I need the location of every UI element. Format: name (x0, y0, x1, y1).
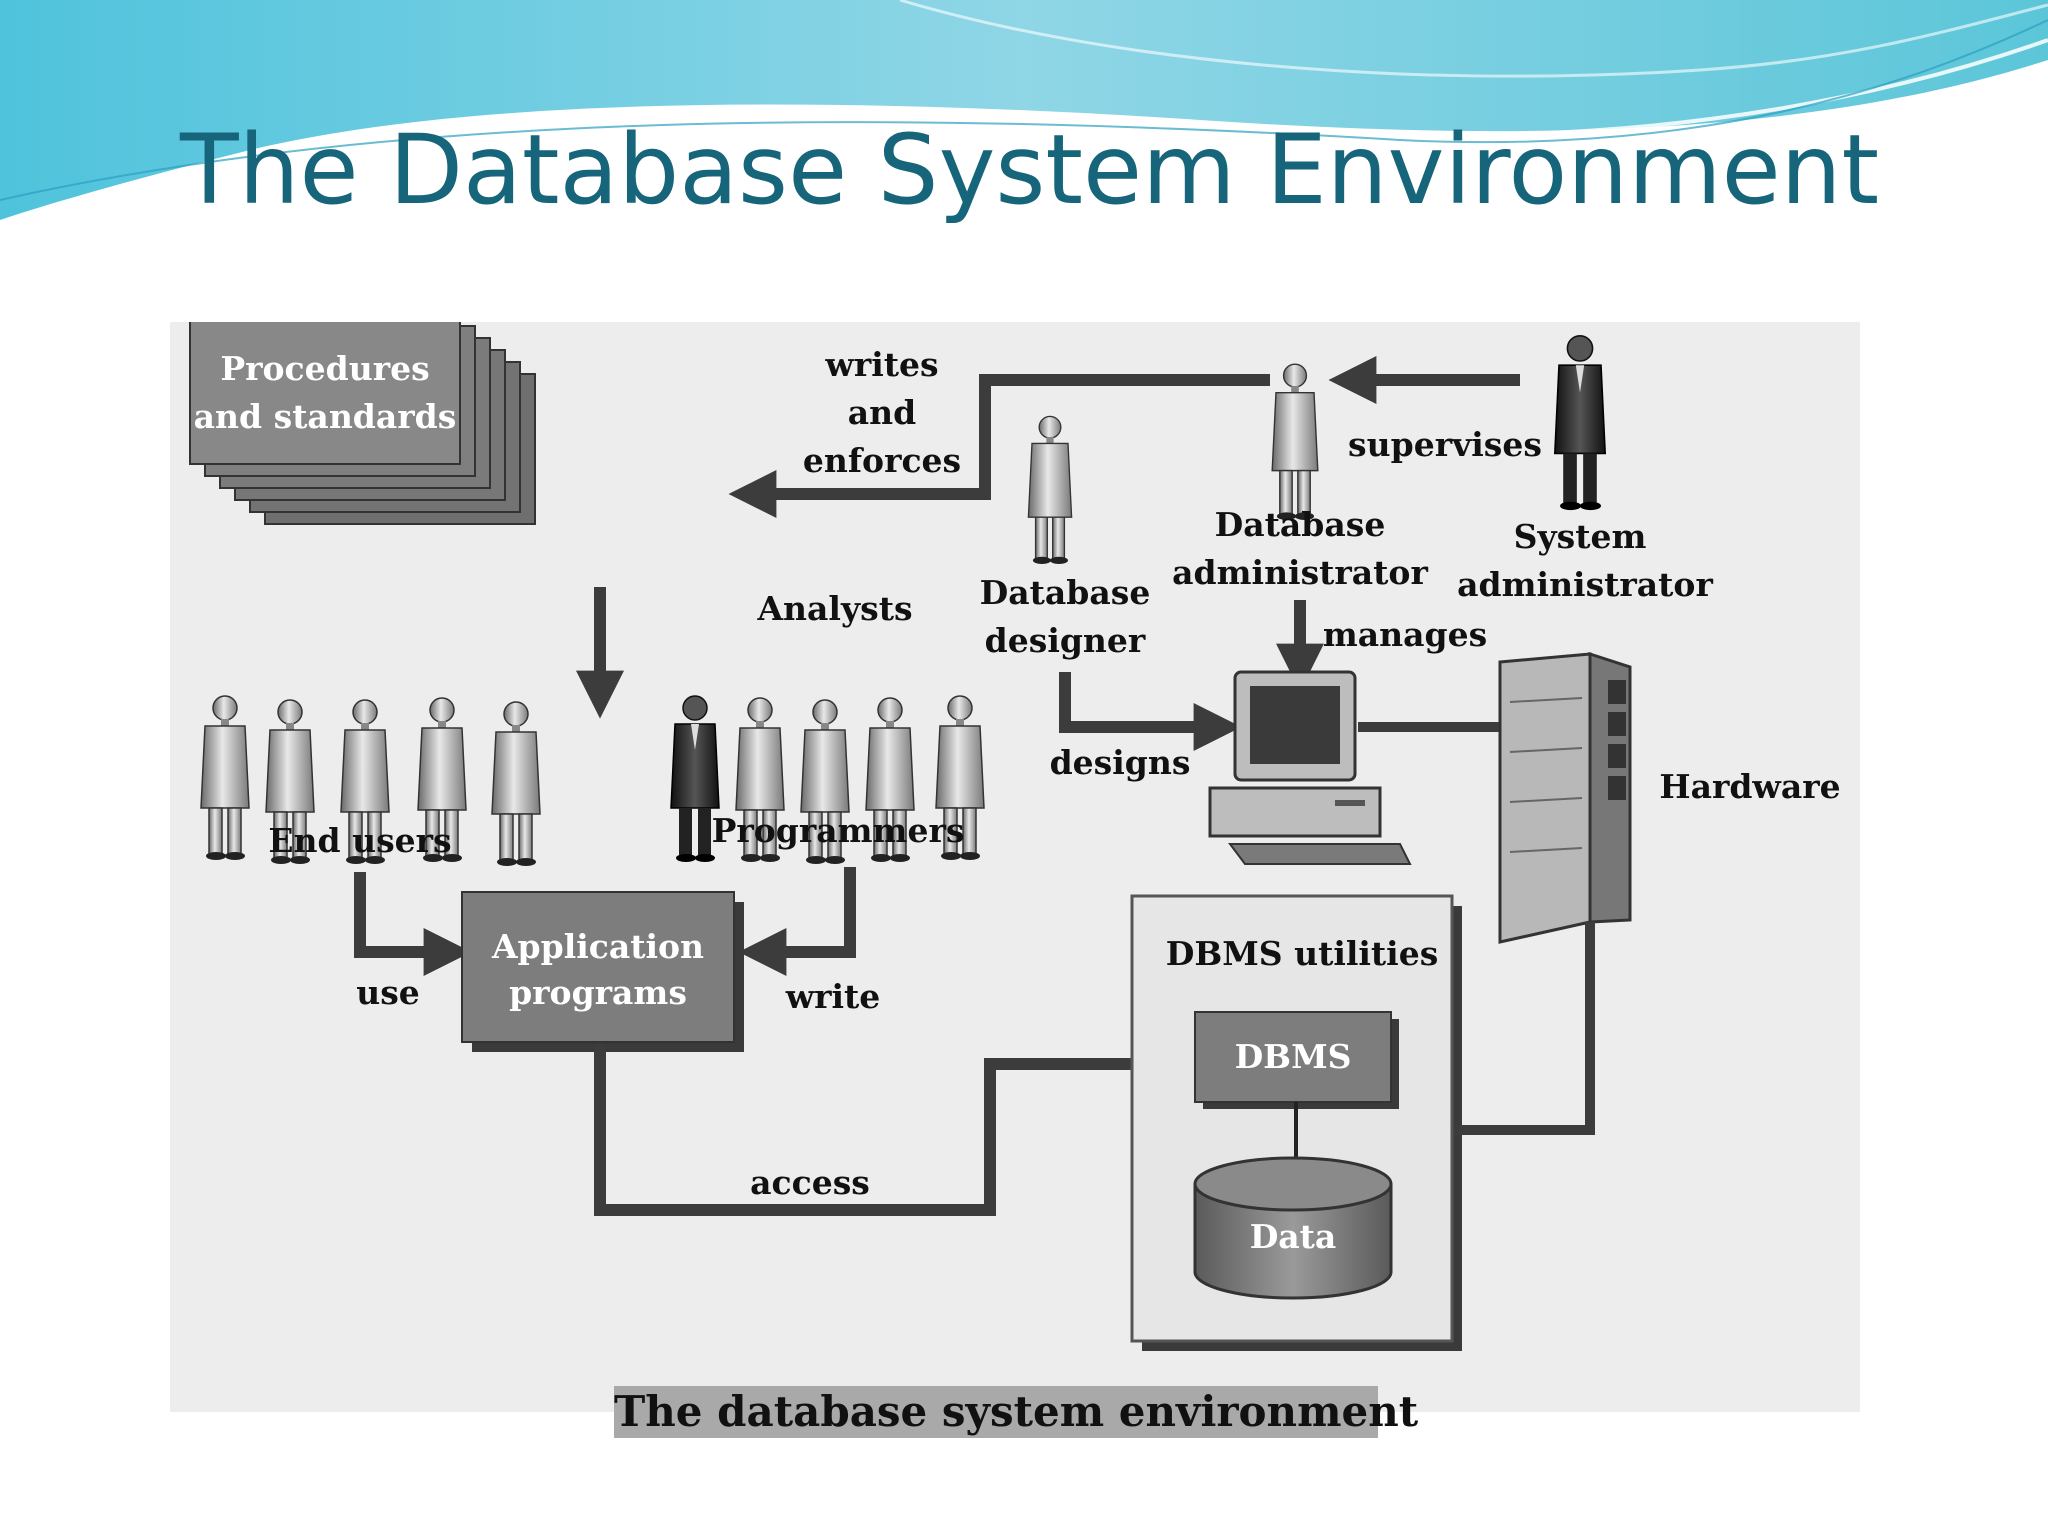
access-arrow (594, 1040, 1202, 1216)
header-wave-banner (0, 0, 2048, 227)
manages-label: manages (1323, 615, 1487, 654)
write-arrow (738, 867, 856, 976)
hardware-server-icon (1498, 651, 1632, 944)
hardware-dbms-connector (1454, 922, 1595, 1135)
supervises-label: supervises (1348, 425, 1542, 464)
procedures-label-line2: and standards (194, 397, 457, 436)
db-designer-label-line2: designer (985, 621, 1146, 660)
writes-label: writes (824, 345, 938, 384)
computer-icon (1208, 670, 1412, 865)
dbms-label: DBMS (1235, 1037, 1352, 1076)
application-programs-box: Application programs (461, 891, 744, 1052)
writes-enforces-arrow (728, 374, 1270, 518)
analysts-label: Analysts (756, 589, 912, 628)
procedures-and-standards-stack: Procedures and standards (189, 322, 536, 525)
database-environment-diagram: Procedures and standards writes and enfo… (170, 322, 1860, 1412)
procedures-label-line1: Procedures (220, 349, 429, 388)
db-admin-label-line1: Database (1215, 505, 1386, 544)
end-users-label: End users (268, 821, 451, 860)
programmers-label: Programmers (712, 811, 965, 850)
enforces-label: enforces (803, 441, 961, 480)
slide-title: The Database System Environment (180, 114, 1880, 226)
data-label: Data (1250, 1217, 1337, 1256)
data-cylinder-icon: Data (1193, 1156, 1393, 1300)
hardware-label: Hardware (1659, 767, 1840, 806)
write-label: write (785, 977, 881, 1016)
sys-admin-label-line1: System (1514, 517, 1647, 556)
db-admin-label-line2: administrator (1172, 553, 1428, 592)
access-label: access (750, 1163, 870, 1202)
dbms-utilities-label: DBMS utilities (1166, 934, 1439, 973)
db-designer-label-line1: Database (980, 573, 1151, 612)
dbms-box: DBMS (1194, 1011, 1399, 1109)
designs-arrow (1059, 672, 1242, 751)
figure-caption: The database system environment (614, 1386, 1419, 1438)
designs-label: designs (1050, 743, 1191, 782)
use-label: use (356, 973, 420, 1012)
and-label: and (848, 393, 916, 432)
application-label-line2: programs (509, 973, 687, 1012)
use-arrow (354, 872, 472, 976)
application-label-line1: Application (491, 927, 704, 966)
sys-admin-label-line2: administrator (1457, 565, 1713, 604)
